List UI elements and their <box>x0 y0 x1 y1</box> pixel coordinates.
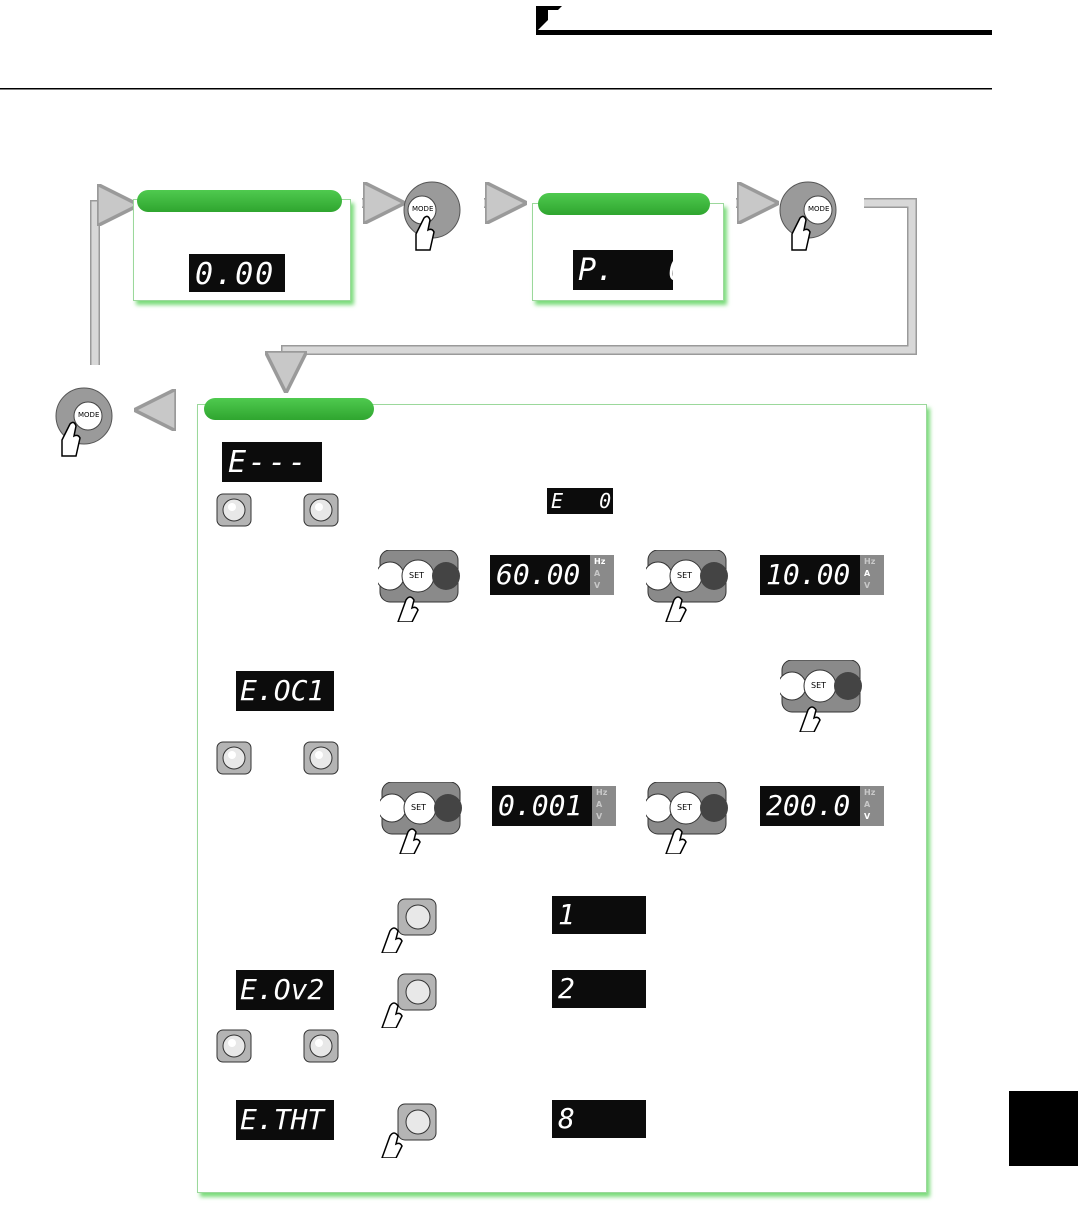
history-number-2-text: 2 <box>558 972 575 1005</box>
set-key-label: SET <box>411 803 427 812</box>
history-number-2: 2 <box>552 970 646 1008</box>
faults-history-header <box>204 398 374 420</box>
unit-a: A <box>596 800 603 809</box>
history-number-1: 1 <box>552 896 646 934</box>
press-dial-icon[interactable] <box>378 970 440 1028</box>
set-key-2[interactable]: SET <box>643 549 728 623</box>
unit-a: A <box>594 569 601 578</box>
fault-display-2: E.Ov2 <box>236 970 334 1010</box>
fault-display-3-text: E.THT <box>240 1103 325 1136</box>
no-history-display-text: E 0 <box>551 489 612 513</box>
set-key-icon <box>643 549 728 623</box>
output-voltage-value: 200.0 <box>766 789 851 822</box>
mode-key-label: MODE <box>412 205 434 213</box>
monitor-display-text: 0.00 <box>195 257 276 292</box>
unit-a: A <box>864 800 871 809</box>
unit-v: V <box>596 812 603 821</box>
set-key-5[interactable]: SET <box>377 781 462 855</box>
fault-display-2-text: E.Ov2 <box>240 973 325 1006</box>
set-key-icon <box>777 659 862 733</box>
header-decoration <box>0 6 992 90</box>
monitor-mode-header <box>137 190 342 212</box>
output-current-value: 10.00 <box>766 558 851 591</box>
mode-button-3[interactable]: MODE <box>52 378 122 468</box>
mode-button-2[interactable]: MODE <box>778 172 848 262</box>
fault-display-1: E.OC1 <box>236 671 334 711</box>
set-key-4[interactable]: SET <box>643 781 728 855</box>
parameter-display: P. 0 <box>573 250 686 290</box>
unit-v: V <box>864 812 871 821</box>
setting-dial-icon[interactable] <box>216 493 254 529</box>
mode-key-icon <box>779 181 837 251</box>
set-key-label: SET <box>677 571 693 580</box>
press-dial-icon[interactable] <box>378 895 440 953</box>
set-key-label: SET <box>811 681 827 690</box>
unit-hz: Hz <box>594 557 606 566</box>
mode-key-icon <box>403 181 461 251</box>
set-key-3[interactable]: SET <box>777 659 862 733</box>
unit-v: V <box>594 581 601 590</box>
set-key-label: SET <box>677 803 693 812</box>
parameter-setting-header <box>538 193 710 215</box>
unit-hz: Hz <box>864 788 876 797</box>
chapter-tab <box>1009 1091 1078 1166</box>
press-dial-icon[interactable] <box>378 1100 440 1158</box>
set-key-1[interactable]: SET <box>375 549 460 623</box>
unit-hz: Hz <box>596 788 608 797</box>
setting-dial-icon[interactable] <box>216 741 254 777</box>
faults-history-display: E--- <box>222 442 322 482</box>
parameter-display-text: P. 0 <box>578 253 687 288</box>
output-frequency-value: 60.00 <box>496 558 581 591</box>
history-number-3-text: 8 <box>558 1102 575 1135</box>
mode-button-1[interactable]: MODE <box>402 172 472 262</box>
monitor-display: 0.00 <box>189 254 285 292</box>
unit-hz: Hz <box>864 557 876 566</box>
set-key-icon <box>377 781 462 855</box>
history-number-3: 8 <box>552 1100 646 1138</box>
history-number-1-text: 1 <box>558 898 575 931</box>
mode-key-label: MODE <box>808 205 830 213</box>
set-key-label: SET <box>409 571 425 580</box>
unit-v: V <box>864 581 871 590</box>
setting-dial-icon[interactable] <box>303 741 341 777</box>
no-history-display: E 0 <box>547 488 613 514</box>
faults-history-display-text: E--- <box>228 445 309 480</box>
mode-key-icon <box>55 387 113 457</box>
fault-display-1-text: E.OC1 <box>240 674 325 707</box>
setting-dial-icon[interactable] <box>303 493 341 529</box>
unit-a: A <box>864 569 871 578</box>
energization-time-value: 0.001 <box>498 789 583 822</box>
set-key-icon <box>643 781 728 855</box>
setting-dial-icon[interactable] <box>216 1029 254 1065</box>
setting-dial-icon[interactable] <box>303 1029 341 1065</box>
mode-key-label: MODE <box>78 411 100 419</box>
set-key-icon <box>375 549 460 623</box>
fault-display-3: E.THT <box>236 1100 334 1140</box>
